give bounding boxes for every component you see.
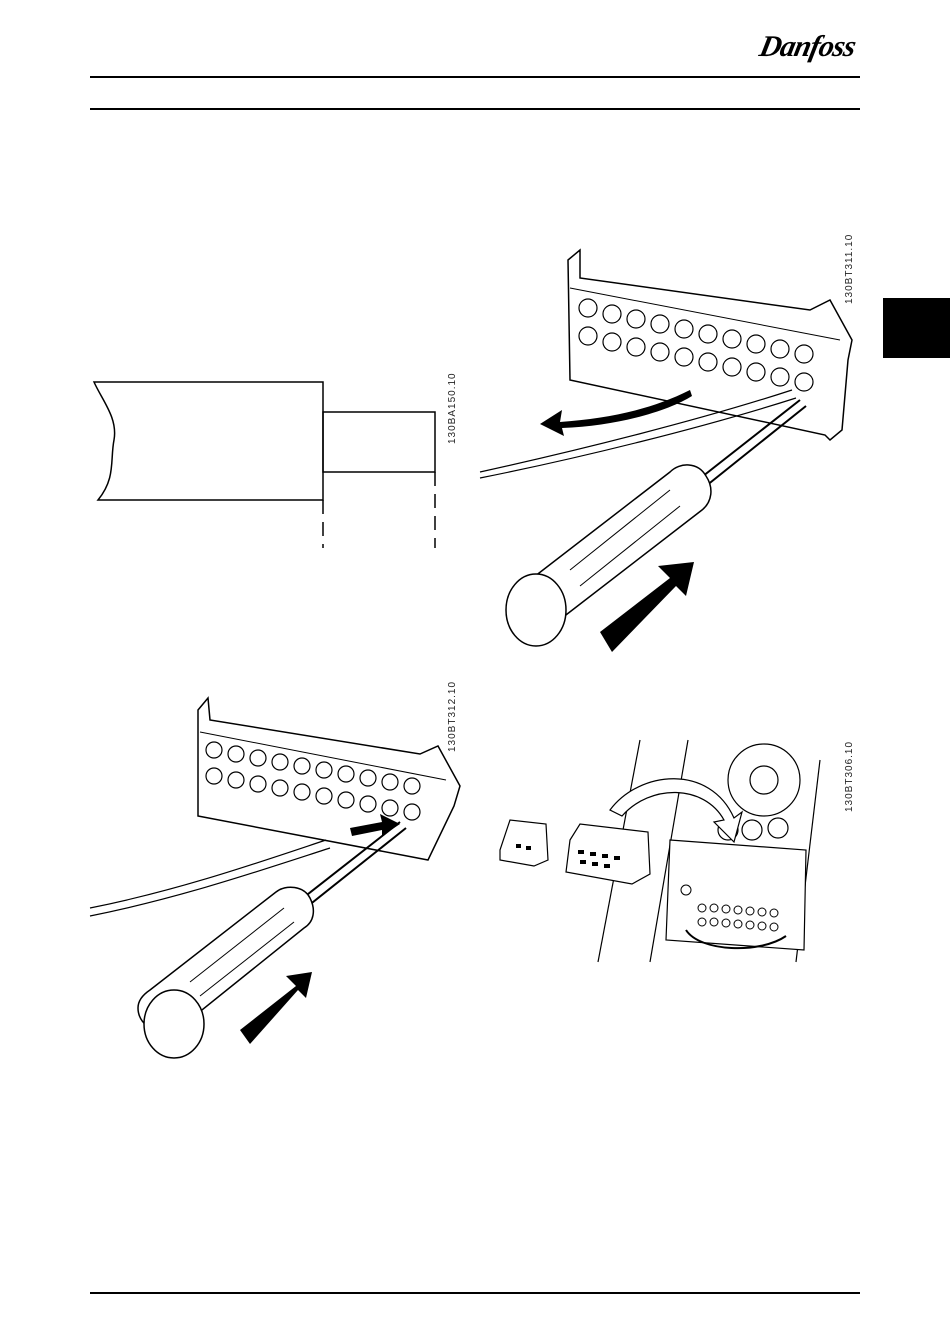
terminal-plug-illustration — [490, 740, 840, 970]
figure-code-wire-insert: 130BT312.10 — [447, 681, 458, 752]
header-rule-bottom — [90, 108, 860, 110]
figure-code-wire-strip: 130BA150.10 — [447, 372, 458, 444]
figure-code-terminal-plug: 130BT306.10 — [844, 741, 855, 812]
header-rule-top — [90, 76, 860, 78]
wire-insert-illustration — [90, 690, 450, 1070]
danfoss-logo: Danfoss — [760, 28, 870, 72]
chapter-tab — [883, 298, 950, 358]
footer-rule — [90, 1292, 860, 1294]
brand-logo-text: Danfoss — [756, 30, 858, 64]
wire-strip-illustration — [90, 370, 450, 560]
figure-code-screwdriver-insert: 130BT311.10 — [844, 234, 855, 304]
screwdriver-release-illustration — [480, 240, 860, 660]
